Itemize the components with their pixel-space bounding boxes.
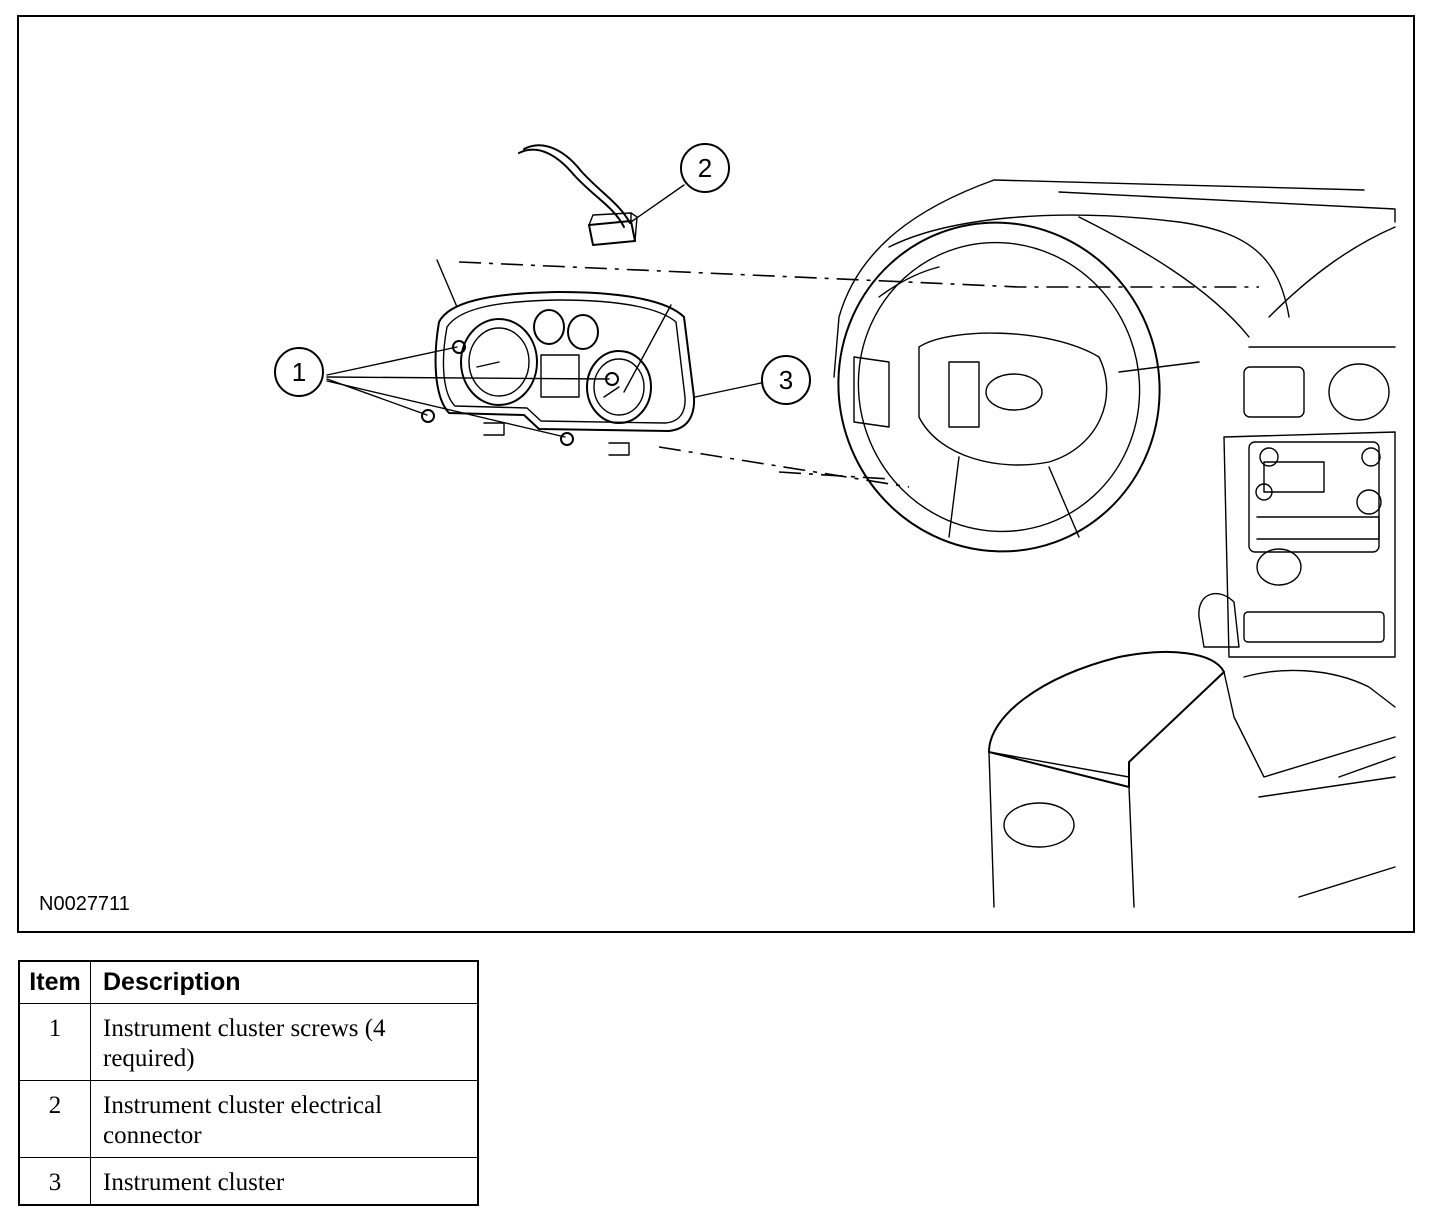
alignment-lines <box>436 259 1259 488</box>
legend-item-description: Instrument cluster electrical connector <box>90 1080 479 1158</box>
steering-wheel-illustration <box>837 221 1200 553</box>
callout-3: 3 <box>761 355 811 405</box>
electrical-connector-illustration <box>518 144 638 246</box>
legend-item-number: 3 <box>18 1157 91 1206</box>
dashboard-illustration <box>833 179 1396 658</box>
callout-1: 1 <box>274 347 324 397</box>
legend-header-description: Description <box>90 960 479 1004</box>
legend-header-row: Item Description <box>18 960 479 1004</box>
legend-row: 2 Instrument cluster electrical connecto… <box>18 1080 479 1158</box>
legend-table: Item Description 1 Instrument cluster sc… <box>18 960 479 1206</box>
callout-2-label: 2 <box>698 153 712 183</box>
legend-item-number: 1 <box>18 1003 91 1081</box>
legend-row: 3 Instrument cluster <box>18 1157 479 1206</box>
instrument-cluster-illustration <box>421 291 696 456</box>
figure-frame: 1 2 3 N0027711 <box>17 15 1415 933</box>
callout-1-label: 1 <box>292 357 306 387</box>
exploded-view-illustration: 1 2 3 <box>274 143 1396 908</box>
legend-item-description: Instrument cluster screws (4 required) <box>90 1003 479 1081</box>
callout-3-label: 3 <box>779 365 793 395</box>
center-console-illustration <box>988 651 1396 908</box>
legend-item-number: 2 <box>18 1080 91 1158</box>
legend-item-description: Instrument cluster <box>90 1157 479 1206</box>
legend-header-item: Item <box>18 960 91 1004</box>
legend-row: 1 Instrument cluster screws (4 required) <box>18 1003 479 1081</box>
figure-id-label: N0027711 <box>39 893 130 915</box>
callout-2: 2 <box>680 143 730 193</box>
callout-leaders <box>326 184 762 438</box>
